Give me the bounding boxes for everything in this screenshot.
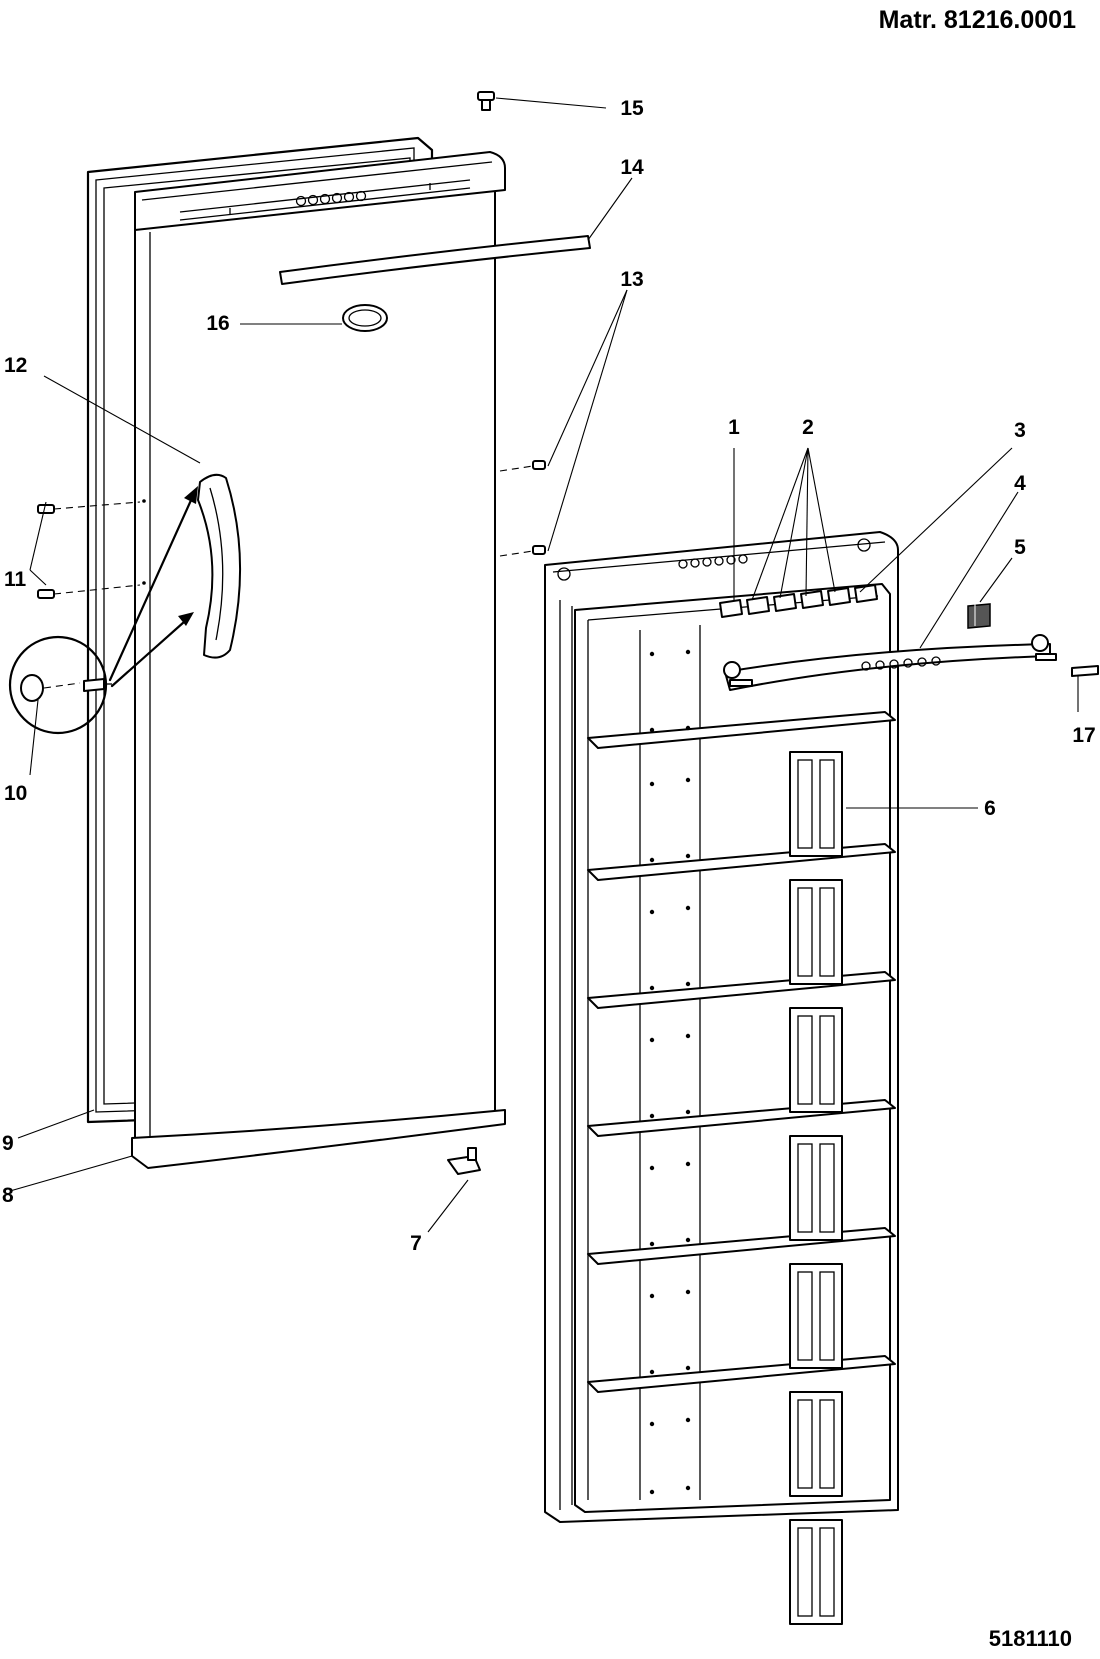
callout-6: 6 — [984, 797, 996, 820]
callout-2: 2 — [802, 416, 814, 439]
screws-13 — [499, 460, 546, 557]
callout-5: 5 — [1014, 536, 1026, 559]
hinge-strip-dots — [649, 649, 691, 1495]
door-handle — [197, 473, 242, 659]
control-strip-4 — [723, 634, 1057, 691]
callout-14: 14 — [620, 156, 644, 179]
callout-12: 12 — [4, 354, 27, 377]
detail-circle-10 — [8, 635, 112, 735]
callout-8: 8 — [2, 1184, 14, 1207]
callout-9: 9 — [2, 1132, 14, 1155]
callout-7: 7 — [410, 1232, 422, 1255]
inner-top-holes — [678, 554, 748, 569]
shelf-brackets — [789, 751, 843, 1625]
callout-1: 1 — [728, 416, 740, 439]
outer-door-assembly — [86, 136, 506, 1169]
leader-lines — [9, 97, 1079, 1233]
top-indicator-holes — [295, 190, 367, 207]
hinge-7 — [447, 1147, 481, 1175]
detail-arrows — [108, 486, 198, 688]
part-17 — [1071, 665, 1099, 677]
callout-3: 3 — [1014, 419, 1026, 442]
control-buttons — [719, 584, 878, 618]
material-number: Matr. 81216.0001 — [879, 6, 1076, 34]
inner-door-assembly — [544, 531, 899, 1625]
clip-5 — [967, 603, 991, 629]
callout-11: 11 — [4, 568, 27, 591]
callout-15: 15 — [620, 97, 644, 120]
callout-13: 13 — [620, 268, 643, 291]
callout-10: 10 — [4, 782, 27, 805]
screws-11 — [37, 501, 141, 599]
drawing-code: 5181110 — [989, 1626, 1072, 1651]
trim-strip — [279, 235, 591, 285]
callout-17: 17 — [1072, 724, 1095, 747]
callout-16: 16 — [206, 312, 229, 335]
callout-4: 4 — [1014, 472, 1026, 495]
plug-15 — [477, 91, 495, 111]
